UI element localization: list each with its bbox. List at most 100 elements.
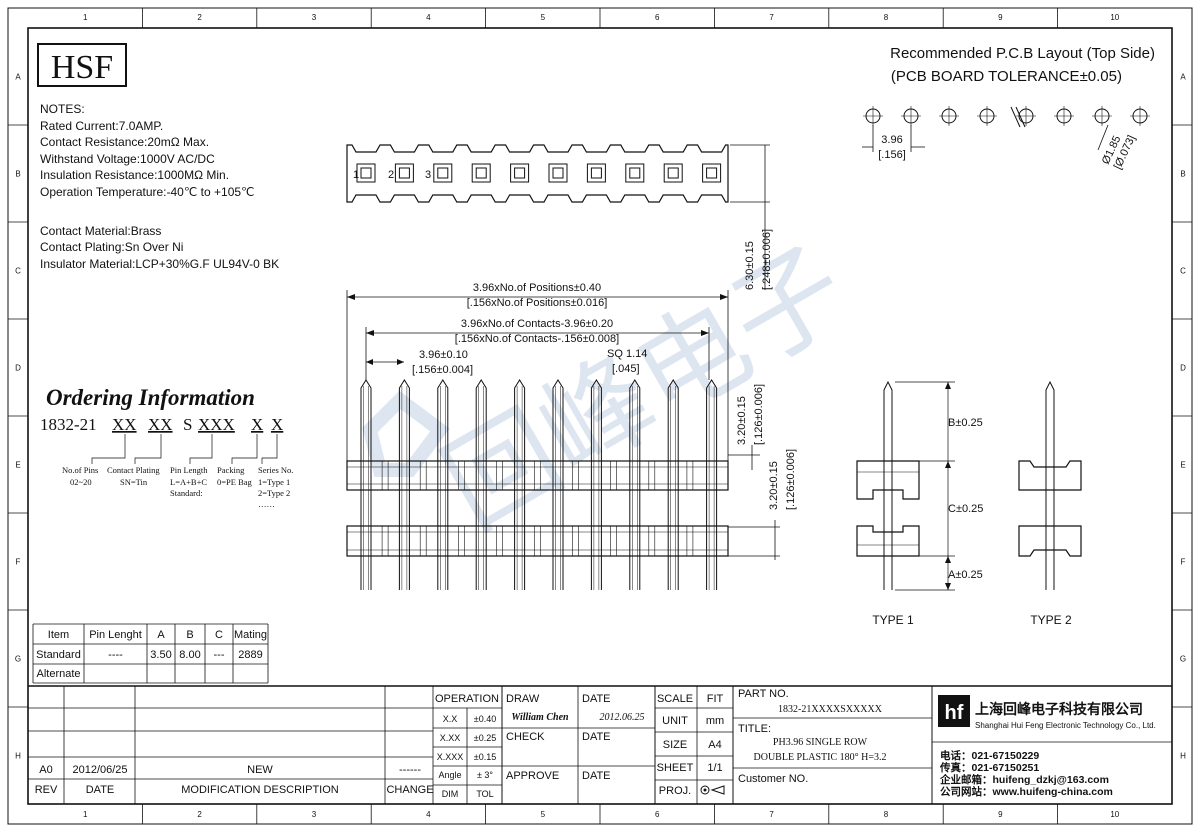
company-name-en: Shanghai Hui Feng Electronic Technology … — [975, 721, 1156, 730]
grid-col-label: 5 — [541, 810, 546, 819]
label-packing: Packing — [217, 465, 245, 475]
grid-row-label: D — [15, 364, 21, 373]
arrow — [945, 461, 951, 468]
dim-pitch-inch: [.156±0.004] — [412, 364, 473, 376]
dim-pitch: 3.96±0.10 — [419, 349, 468, 361]
pcb-pitch-inch: [.156] — [878, 149, 906, 161]
company-logo-icon: hf — [938, 695, 970, 727]
title-label: TITLE: — [738, 723, 771, 735]
front-pin — [590, 379, 602, 590]
grid-col-label: 7 — [769, 13, 774, 22]
top-height-dim-inch: [.248±0.006] — [761, 229, 773, 290]
projection-symbol-icon — [700, 785, 725, 795]
code-s: S — [183, 415, 192, 434]
grid-col-label: 1 — [83, 13, 88, 22]
note-line: Withstand Voltage:1000V AC/DC — [40, 152, 215, 166]
note-line: Contact Material:Brass — [40, 224, 161, 238]
table-header: A — [157, 629, 165, 641]
customer-label: Customer NO. — [738, 773, 808, 785]
insulator-body — [346, 525, 729, 557]
dim-sq-inch: [.045] — [612, 363, 640, 375]
grid-col-label: 10 — [1110, 13, 1119, 22]
svg-text:hf: hf — [945, 702, 964, 724]
ordering-title: Ordering Information — [46, 385, 255, 410]
top-height-dim: 6.30±0.15 — [744, 241, 756, 290]
grid-col-label: 4 — [426, 13, 431, 22]
table-header: Pin Lenght — [89, 629, 142, 641]
dim-label: DIM — [442, 789, 459, 799]
side-body-lower — [1018, 525, 1082, 557]
front-view-dims: 3.96xNo.of Positions±0.40 [.156xNo.of Po… — [346, 282, 797, 560]
note-line: Operation Temperature:-40℃ to +105℃ — [40, 185, 255, 199]
table-header: Item — [48, 629, 69, 641]
size-label: SIZE — [663, 739, 687, 751]
size-value: A4 — [708, 739, 721, 751]
side-body-upper — [856, 460, 920, 500]
proj-label: PROJ. — [659, 785, 691, 797]
top-pin-inner — [706, 167, 718, 179]
description-header: MODIFICATION DESCRIPTION — [181, 784, 339, 796]
grid-row-label: C — [15, 267, 21, 276]
front-pin — [552, 379, 564, 590]
drawer-name: William Chen — [511, 712, 569, 723]
approve-label: APPROVE — [506, 770, 559, 782]
table-cell: Alternate — [36, 668, 80, 680]
side-dim-a: A±0.25 — [948, 569, 983, 581]
pin-length-table — [32, 623, 269, 684]
arrow — [720, 294, 728, 300]
top-pin-inner — [360, 167, 372, 179]
leader — [231, 434, 258, 464]
grid-col-label: 4 — [426, 810, 431, 819]
email: 企业邮箱：huifeng_dzkj@163.com — [939, 773, 1109, 786]
side-pin — [883, 380, 893, 590]
grid-row-label: A — [15, 73, 21, 82]
top-pin-outer — [663, 163, 683, 183]
grid-col-label: 9 — [998, 13, 1003, 22]
ordering-information: Ordering Information 1832-21 XX XX S XXX… — [40, 385, 293, 509]
dim-h2: 3.20±0.15 — [768, 461, 780, 510]
pin-number: 2 — [388, 169, 394, 181]
leader — [91, 434, 126, 464]
front-pin — [437, 379, 449, 590]
dim-h1: 3.20±0.15 — [736, 396, 748, 445]
arrow — [945, 583, 951, 590]
type2-label: TYPE 2 — [1030, 613, 1072, 627]
part-no: 1832-21XXXXSXXXXX — [778, 704, 883, 715]
grid-row-label: G — [1180, 655, 1186, 664]
tol-value: ±0.25 — [474, 733, 496, 743]
front-pin — [629, 379, 641, 590]
table-header: C — [215, 629, 223, 641]
top-pin-inner — [398, 167, 410, 179]
fax: 传真：021-67150251 — [939, 761, 1039, 774]
grid-col-label: 8 — [884, 13, 889, 22]
arrow — [945, 556, 951, 563]
top-pin-outer — [471, 163, 491, 183]
tol-header: TOL — [476, 789, 493, 799]
label-series-more: …… — [258, 499, 275, 509]
grid-row-label: B — [15, 170, 20, 179]
title-line2: DOUBLE PLASTIC 180° H=3.2 — [754, 752, 887, 763]
operation-label: OPERATION — [435, 693, 499, 705]
top-pin-outer — [433, 163, 453, 183]
label-pin-length-formula: L=A+B+C — [170, 477, 207, 487]
grid-row-label: E — [1180, 461, 1185, 470]
website: 公司网站：www.huifeng-china.com — [940, 785, 1113, 798]
check-label: CHECK — [506, 731, 545, 743]
label-plating-value: SN=Tin — [120, 477, 148, 487]
code-packing: X — [251, 415, 263, 434]
arrow — [366, 359, 373, 365]
grid-col-label: 5 — [541, 13, 546, 22]
grid-col-label: 9 — [998, 810, 1003, 819]
connector-side-views — [856, 380, 1082, 591]
phone: 电话：021-67150229 — [940, 749, 1039, 762]
connector-front-view — [346, 379, 729, 590]
arrow — [397, 359, 404, 365]
arrow — [366, 330, 374, 336]
tol-label: Angle — [438, 770, 461, 780]
dim-contacts: 3.96xNo.of Contacts-3.96±0.20 — [461, 318, 613, 330]
table-cell: 8.00 — [179, 649, 200, 661]
code-pins: XX — [112, 415, 137, 434]
grid-row-label: B — [1180, 170, 1185, 179]
date-header: DATE — [86, 784, 115, 796]
